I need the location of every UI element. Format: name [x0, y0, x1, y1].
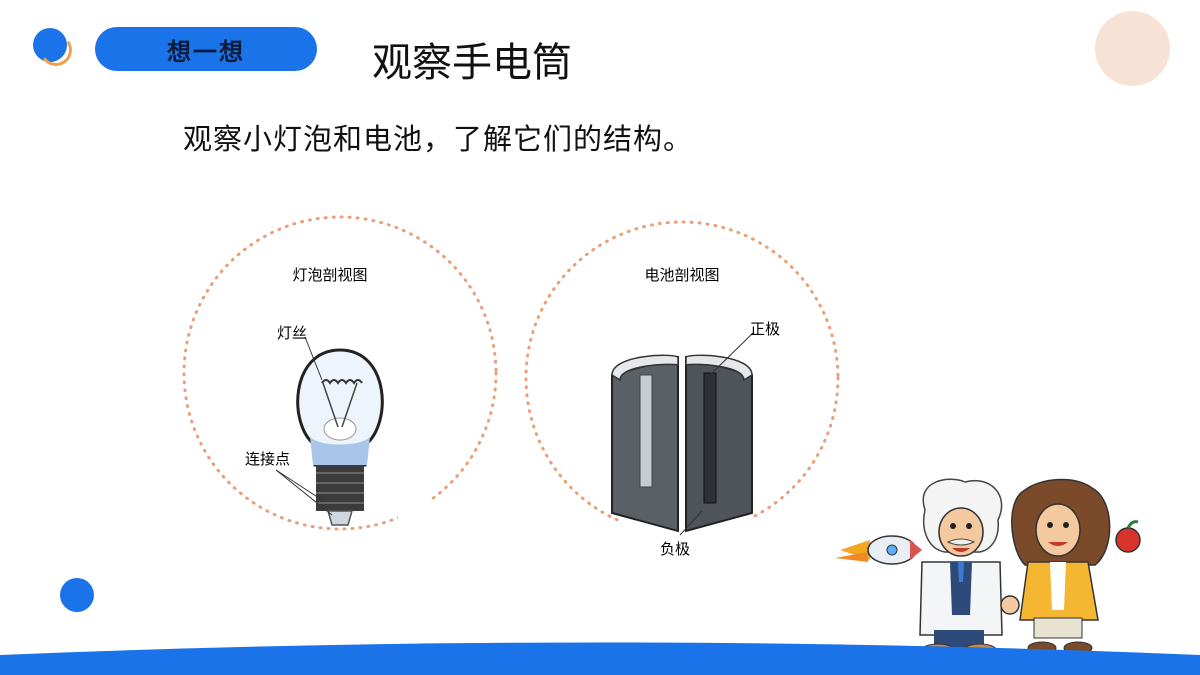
decor-peach-circle	[1095, 11, 1170, 86]
bulb-dotted-circle	[182, 215, 498, 531]
bulb-caption: 灯泡剖视图	[292, 266, 367, 284]
rocket-icon	[835, 535, 922, 565]
bulb-illustration	[275, 336, 384, 526]
decor-dot-top-left	[33, 28, 67, 62]
page-title: 观察手电筒	[372, 40, 572, 86]
bottom-wave	[0, 642, 1200, 675]
bulb-diagram: 灯泡剖视图 灯丝 连接点	[182, 215, 510, 545]
instruction-text: 观察小灯泡和电池，了解它们的结构。	[183, 122, 694, 156]
bulb-filament-label: 灯丝	[277, 324, 307, 342]
scientists-illustration	[835, 478, 1141, 657]
apple-icon	[1115, 527, 1141, 553]
battery-positive-label: 正极	[750, 320, 780, 338]
battery-negative-label: 负极	[660, 540, 690, 558]
bulb-circle-gap	[398, 500, 510, 545]
section-badge-label: 想一想	[167, 37, 245, 66]
decor-dot-bottom-left	[60, 578, 94, 612]
section-badge: 想一想	[95, 27, 317, 71]
bulb-contact-label: 连接点	[245, 450, 290, 468]
battery-illustration	[611, 331, 755, 536]
joined-hands	[1000, 595, 1020, 615]
newton-cartoon	[1011, 478, 1141, 655]
battery-diagram: 电池剖视图 正极 负极	[524, 220, 840, 565]
battery-dotted-circle	[524, 220, 840, 536]
battery-caption: 电池剖视图	[644, 266, 719, 284]
